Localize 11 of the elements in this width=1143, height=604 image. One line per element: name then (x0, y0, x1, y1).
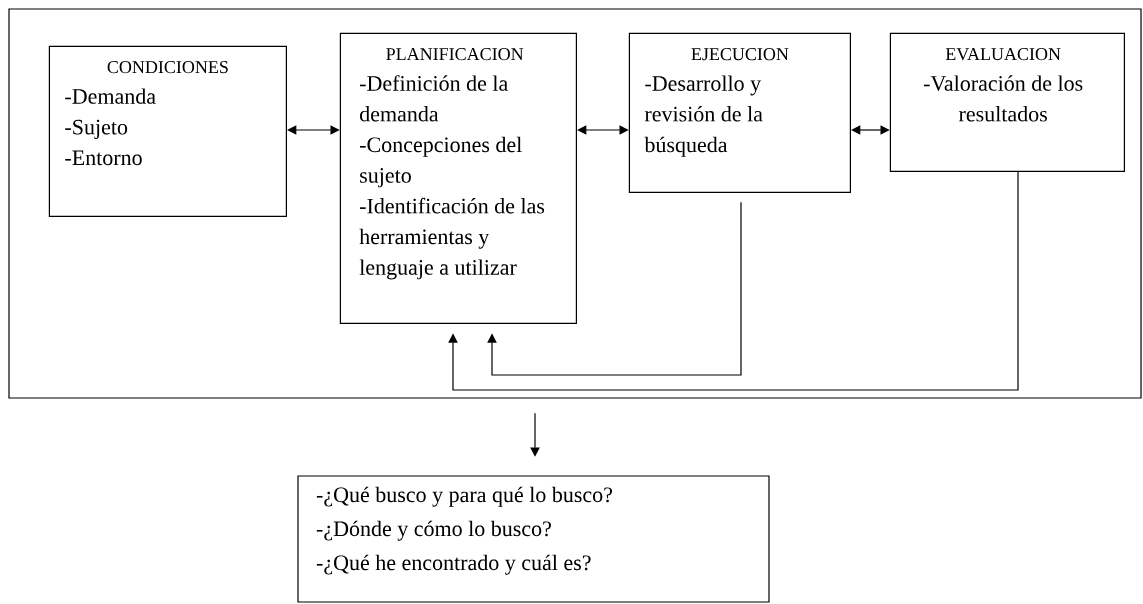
arrow (487, 201, 742, 376)
frame-box (8, 8, 1142, 399)
process-box: CONDICIONES -Demanda -Sujeto -Entorno (48, 45, 287, 217)
arrow (448, 171, 1019, 391)
arrow (851, 125, 890, 135)
process-box: PLANIFICACION -Definición de la demanda -Concepciones del sujeto -Identificación de las herramientas y lenguaje a utilizar (339, 32, 577, 324)
process-box: EJECUCION -Desarrollo y revisión de la búsqueda (628, 32, 851, 193)
arrow (287, 125, 340, 135)
arrow (577, 125, 629, 135)
process-box: EVALUACION -Valoración de los resultados (889, 32, 1125, 172)
question-box: -¿Qué busco y para qué lo busco? -¿Dónde y cómo lo busco? -¿Qué he encontrado y cuál es? (297, 475, 770, 603)
